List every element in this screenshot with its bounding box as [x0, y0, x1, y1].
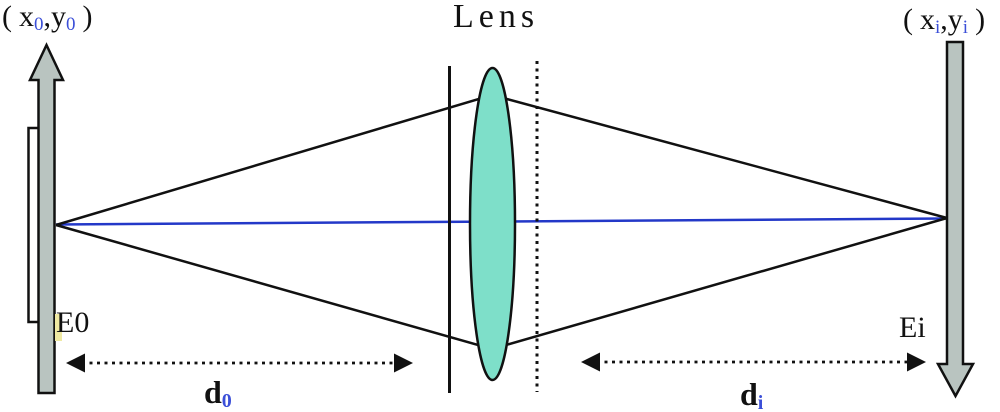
image-field-label: Ei [899, 311, 926, 344]
image-arrow-down [935, 40, 976, 399]
image-distance-arrowhead-right [907, 352, 926, 372]
distance-subscript: 0 [221, 390, 232, 412]
image-distance-label: di [740, 376, 764, 412]
distance-base: d [740, 376, 758, 412]
coord-y: y [51, 0, 66, 33]
coord-comma: , [43, 0, 52, 33]
e0-highlight-mark [55, 314, 62, 341]
close-paren: ) [82, 0, 93, 33]
coord-x-subscript: 0 [34, 14, 44, 35]
object-distance-arrowhead-left [66, 353, 85, 373]
lens-ellipse [468, 66, 517, 382]
object-plane-coords-label: (x0,y0) [2, 0, 93, 35]
coord-y: y [947, 3, 963, 36]
object-distance-arrowhead-right [394, 353, 413, 373]
coord-x: x [19, 0, 34, 33]
open-paren: ( [2, 0, 12, 33]
open-paren: ( [903, 3, 913, 36]
image-plane-coords-label: (xi,yi) [903, 3, 986, 38]
coord-x-subscript: i [935, 17, 941, 38]
object-arrow-up [28, 42, 65, 395]
coord-comma: , [940, 3, 948, 36]
close-paren: ) [975, 3, 986, 36]
distance-base: d [204, 374, 222, 410]
lens-title: Lens [453, 0, 540, 35]
coord-x: x [920, 3, 935, 36]
coord-y-subscript: i [962, 17, 969, 38]
object-field-label: E0 [56, 306, 90, 339]
coord-y-subscript: 0 [66, 14, 76, 35]
image-distance-arrowhead-left [581, 352, 600, 372]
object-distance-label: d0 [204, 374, 232, 411]
distance-subscript: i [757, 392, 764, 412]
